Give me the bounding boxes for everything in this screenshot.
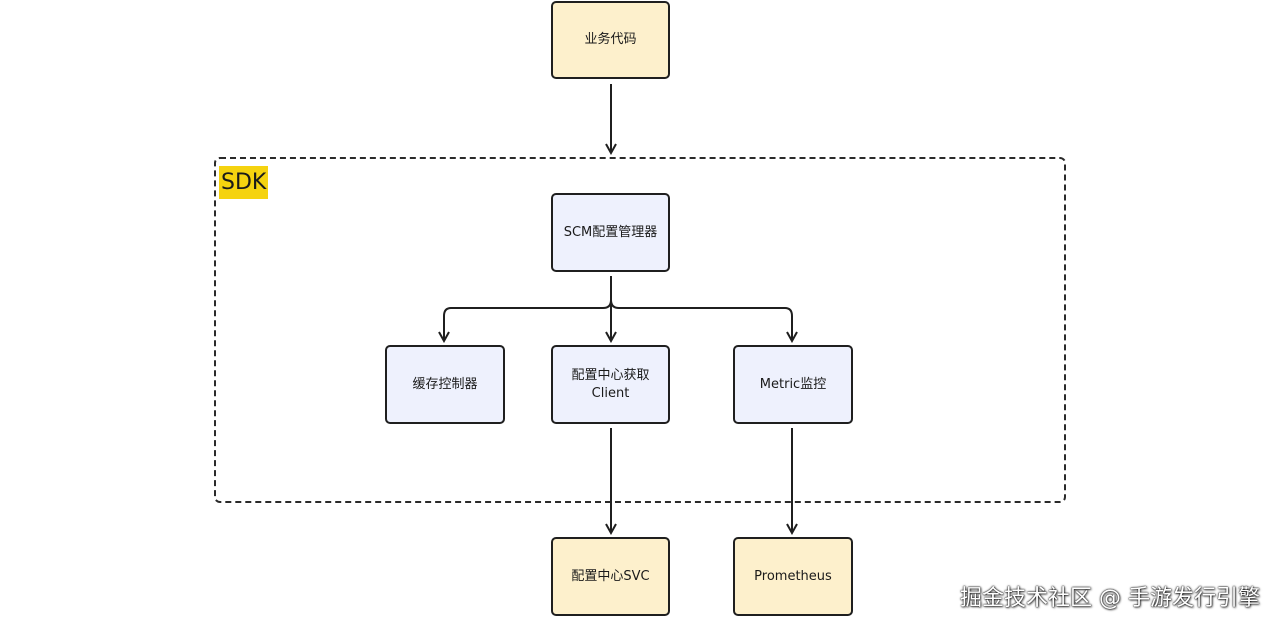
- node-prometheus: Prometheus: [733, 537, 853, 616]
- edge-scm-to-metric: [610, 299, 792, 341]
- node-config-center-svc: 配置中心SVC: [551, 537, 670, 616]
- sdk-group-container: [214, 157, 1066, 503]
- sdk-group-label: SDK: [219, 166, 269, 199]
- node-scm-config-manager: SCM配置管理器: [551, 193, 670, 272]
- node-business-code: 业务代码: [551, 1, 670, 79]
- watermark: 掘金技术社区 @ 手游发行引擎: [960, 586, 1260, 611]
- node-metric-monitor: Metric监控: [733, 345, 853, 424]
- edge-scm-to-cache: [444, 299, 612, 341]
- node-config-center-client: 配置中心获取 Client: [551, 345, 670, 424]
- node-cache-controller: 缓存控制器: [385, 345, 505, 424]
